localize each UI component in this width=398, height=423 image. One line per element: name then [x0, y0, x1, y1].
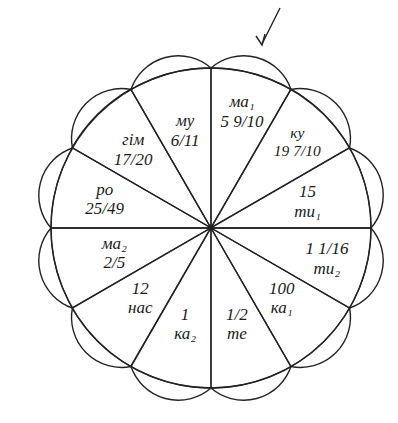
sector: 15ти₁ — [211, 148, 371, 228]
sector-label: 12 — [128, 279, 152, 299]
sector-label: ма₁ — [221, 93, 264, 113]
sector-outline — [72, 228, 211, 367]
sector-value: ка₁ — [269, 299, 295, 319]
sector-text: 1 1/16ти₂ — [305, 240, 348, 279]
sector-value: ти₂ — [305, 259, 348, 279]
sector-text: 1ка₂ — [174, 305, 196, 344]
sector: ма₂2/5 — [51, 228, 211, 308]
sector-outline — [131, 68, 211, 228]
sector-text: гім17/20 — [114, 131, 153, 170]
sector-outline — [51, 228, 211, 308]
sector-text: ку19 7/10 — [274, 124, 321, 160]
sector-label: ро — [85, 180, 124, 200]
sector-outline — [211, 89, 350, 228]
sector-text: 1/2те — [226, 305, 248, 344]
sector-shape — [51, 228, 211, 308]
petal — [291, 308, 350, 367]
sector-outline — [211, 228, 371, 308]
sector-label: 1 — [174, 305, 196, 325]
sector-text: 100ка₁ — [269, 279, 295, 318]
petal — [72, 308, 131, 367]
main-circle — [51, 68, 371, 388]
sector-value: 17/20 — [114, 150, 153, 170]
pointer-arrow-head — [256, 34, 265, 45]
sector-label: ма₂ — [102, 234, 127, 254]
sector-text: ма₁5 9/10 — [221, 93, 264, 132]
sector-outline — [51, 148, 211, 228]
sector-text: 15ти₁ — [294, 183, 321, 222]
sector-text: 12нас — [128, 279, 152, 318]
sector-outline — [72, 89, 211, 228]
sector-outline — [211, 148, 371, 228]
sector-value: 5 9/10 — [221, 112, 264, 132]
sector-value: 2/5 — [102, 254, 127, 274]
sector-label: 15 — [294, 183, 321, 203]
sector-value: ка₂ — [174, 325, 196, 345]
sector-label: му — [171, 112, 200, 132]
sector-value: 19 7/10 — [274, 142, 321, 160]
sector-label: ку — [274, 124, 321, 142]
sector-label: 1/2 — [226, 305, 248, 325]
sector-text: му6/11 — [171, 112, 200, 151]
sector-label: 1 1/16 — [305, 240, 348, 260]
sector: 12нас — [72, 228, 211, 367]
sector-outline — [211, 228, 350, 367]
sector-value: ти₁ — [294, 202, 321, 222]
sector-label: гім — [114, 131, 153, 151]
pointer-arrow — [262, 8, 280, 44]
sector-value: нас — [128, 299, 152, 319]
sector-shape — [211, 148, 371, 228]
sector-text: ма₂2/5 — [102, 234, 127, 273]
sector-outline — [211, 228, 291, 388]
sector-value: 6/11 — [171, 131, 200, 151]
sector-value: те — [226, 325, 248, 345]
petal — [72, 89, 131, 148]
sector-value: 25/49 — [85, 200, 124, 220]
sector-text: ро25/49 — [85, 180, 124, 219]
petal-group — [39, 56, 383, 400]
sector-label: 100 — [269, 279, 295, 299]
